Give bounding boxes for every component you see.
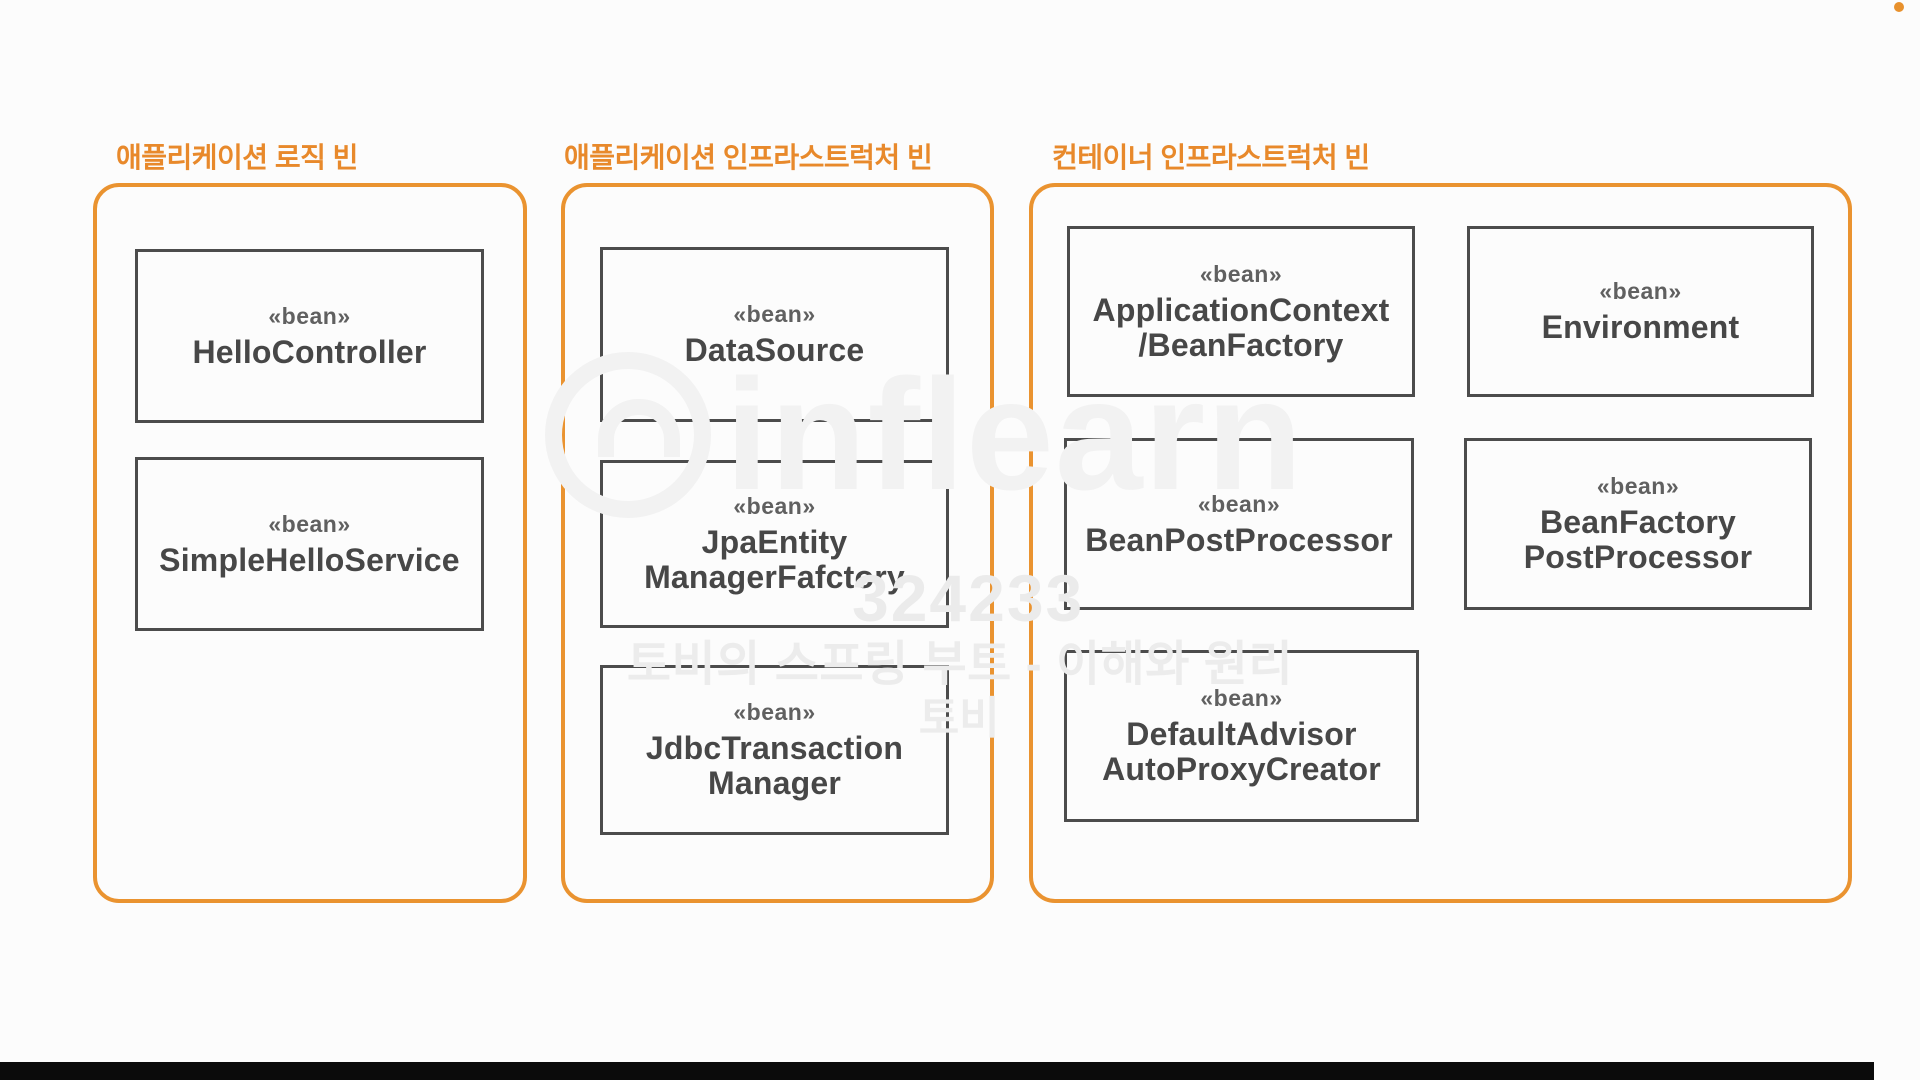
bean-stereotype: «bean» <box>1200 685 1283 712</box>
group-container-infrastructure-beans: «bean» ApplicationContext /BeanFactory «… <box>1029 183 1852 903</box>
bean-box-datasource: «bean» DataSource <box>600 247 949 422</box>
bean-stereotype: «bean» <box>1197 490 1281 517</box>
bean-stereotype: «bean» <box>268 302 351 329</box>
bean-box-beanpostprocessor: «bean» BeanPostProcessor <box>1064 438 1414 610</box>
bean-name: BeanPostProcessor <box>1085 521 1393 558</box>
bean-name: JpaEntity ManagerFafctory <box>644 524 905 595</box>
bean-stereotype: «bean» <box>733 699 816 726</box>
bean-stereotype: «bean» <box>1199 260 1283 287</box>
bean-name: ApplicationContext /BeanFactory <box>1092 291 1390 363</box>
group-application-infrastructure-beans: «bean» DataSource «bean» JpaEntity Manag… <box>561 183 994 903</box>
bean-box-applicationcontext-beanfactory: «bean» ApplicationContext /BeanFactory <box>1067 226 1415 397</box>
group-application-logic-beans: «bean» HelloController «bean» SimpleHell… <box>93 183 527 903</box>
bean-stereotype: «bean» <box>268 510 351 537</box>
bean-box-environment: «bean» Environment <box>1467 226 1814 397</box>
bean-stereotype: «bean» <box>1596 473 1680 500</box>
group-title-container-infrastructure-beans: 컨테이너 인프라스트럭처 빈 <box>1052 142 1370 173</box>
bean-name: DataSource <box>684 332 865 369</box>
bean-stereotype: «bean» <box>733 493 816 520</box>
bean-name: HelloController <box>192 333 427 370</box>
bean-name: BeanFactory PostProcessor <box>1523 504 1753 575</box>
bean-name: SimpleHelloService <box>159 541 460 578</box>
bean-box-simplehelloservice: «bean» SimpleHelloService <box>135 457 484 631</box>
bean-stereotype: «bean» <box>1599 278 1682 305</box>
recording-indicator-dot <box>1894 2 1904 12</box>
group-title-application-infrastructure-beans: 애플리케이션 인프라스트럭처 빈 <box>564 142 933 173</box>
bean-name: DefaultAdvisor AutoProxyCreator <box>1102 716 1381 787</box>
bean-name: Environment <box>1541 309 1740 346</box>
bean-stereotype: «bean» <box>733 301 816 328</box>
group-title-application-logic-beans: 애플리케이션 로직 빈 <box>116 142 358 173</box>
bean-box-beanfactorypostprocessor: «bean» BeanFactory PostProcessor <box>1464 438 1812 610</box>
bottom-letterbox-bar <box>0 1062 1874 1080</box>
bean-box-hellocontroller: «bean» HelloController <box>135 249 484 423</box>
bean-name: JdbcTransaction Manager <box>645 730 904 801</box>
bean-box-jdbctransactionmanager: «bean» JdbcTransaction Manager <box>600 665 949 835</box>
bean-box-jpaentitymanagerfafctory: «bean» JpaEntity ManagerFafctory <box>600 460 949 628</box>
bean-box-defaultadvisorautoproxycreator: «bean» DefaultAdvisor AutoProxyCreator <box>1064 650 1419 822</box>
